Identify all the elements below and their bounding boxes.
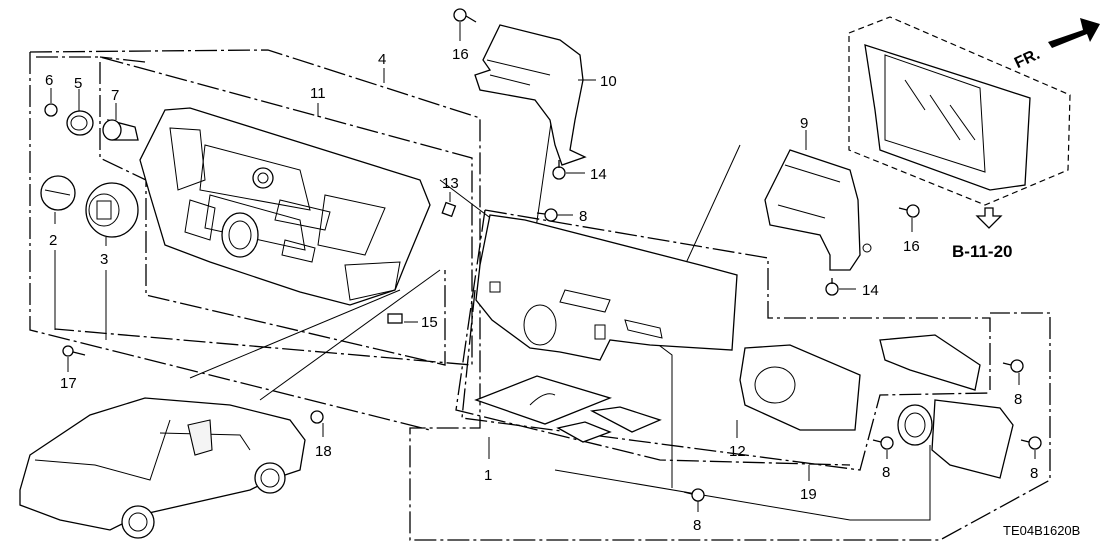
leader-line <box>259 269 441 401</box>
callout-8-lower-right: 8 <box>1030 465 1038 482</box>
screw-8-bottom[interactable] <box>683 488 705 502</box>
cap-6[interactable] <box>44 103 58 117</box>
callout-6: 6 <box>45 72 53 89</box>
nut-18[interactable] <box>310 410 324 424</box>
arrow-icon <box>1048 18 1100 48</box>
knob-5[interactable] <box>66 110 94 136</box>
callout-15: 15 <box>421 314 438 331</box>
callout-14-right: 14 <box>862 282 879 299</box>
clip-15[interactable] <box>387 313 403 324</box>
lighter-socket[interactable] <box>897 399 1014 479</box>
callout-3: 3 <box>100 251 108 268</box>
callout-14-top: 14 <box>590 166 607 183</box>
screw-8-upper-right[interactable] <box>1002 359 1024 373</box>
callout-1: 1 <box>484 467 492 484</box>
leader-line <box>189 289 401 379</box>
callouts: 6 5 7 2 3 4 11 13 15 17 18 16 10 14 8 9 … <box>45 22 1038 534</box>
knob-7[interactable] <box>102 119 139 141</box>
screw-16-right[interactable] <box>898 204 920 218</box>
bezel-12[interactable] <box>739 344 861 431</box>
screw-8-lower-middle[interactable] <box>872 436 894 450</box>
callout-19: 19 <box>800 486 817 503</box>
clip-13[interactable] <box>441 201 457 218</box>
front-label: FR. <box>1012 46 1043 72</box>
assembly-boundary-11 <box>99 56 446 366</box>
knob-2[interactable] <box>40 175 76 211</box>
callout-16-top: 16 <box>452 46 469 63</box>
callout-13: 13 <box>442 175 459 192</box>
vehicle-locator <box>19 397 306 539</box>
circuit-board[interactable] <box>475 214 738 361</box>
reference-label[interactable]: B-11-20 <box>952 242 1012 261</box>
down-arrow-icon <box>975 207 1003 229</box>
bracket-9[interactable] <box>764 149 872 271</box>
callout-12: 12 <box>729 443 746 460</box>
callout-4: 4 <box>378 51 386 68</box>
screw-16-top[interactable] <box>453 8 477 23</box>
screw-17[interactable] <box>62 345 86 357</box>
reference-link[interactable]: B-11-20 <box>952 207 1012 261</box>
callout-10: 10 <box>600 73 617 90</box>
display-unit[interactable] <box>848 16 1071 206</box>
insulator-sheet-medium <box>589 406 662 433</box>
assembly-boundary-19 <box>461 289 991 471</box>
callout-5: 5 <box>74 75 82 92</box>
callout-7: 7 <box>111 87 119 104</box>
callout-9: 9 <box>800 115 808 132</box>
front-direction-indicator: FR. <box>1012 18 1100 72</box>
callout-8-bottom: 8 <box>693 517 701 534</box>
screw-14-right[interactable] <box>825 278 839 296</box>
callout-8-lower-middle: 8 <box>882 464 890 481</box>
screw-8-board[interactable] <box>536 208 558 222</box>
assembly-boundary-1 <box>29 49 1051 541</box>
audio-panel-11[interactable] <box>139 107 431 306</box>
callout-8-upper-right: 8 <box>1014 391 1022 408</box>
assembly-boundary-12 <box>455 209 991 466</box>
callout-2: 2 <box>49 232 57 249</box>
knob-3[interactable] <box>85 182 139 238</box>
diagram-code: TE04B1620B <box>1003 523 1080 538</box>
insulator-sheet-large <box>474 375 612 425</box>
callout-8-board: 8 <box>579 208 587 225</box>
assembly-boundary-4 <box>36 56 473 366</box>
callout-18: 18 <box>315 443 332 460</box>
screw-14-top[interactable] <box>552 160 566 180</box>
callout-11: 11 <box>310 85 326 102</box>
bracket-upper-right[interactable] <box>879 334 981 391</box>
callout-17: 17 <box>60 375 77 392</box>
callout-16-right: 16 <box>903 238 920 255</box>
screw-8-lower-right[interactable] <box>1020 436 1042 450</box>
insulator-sheet-small <box>556 421 612 443</box>
bracket-10[interactable] <box>474 24 587 166</box>
